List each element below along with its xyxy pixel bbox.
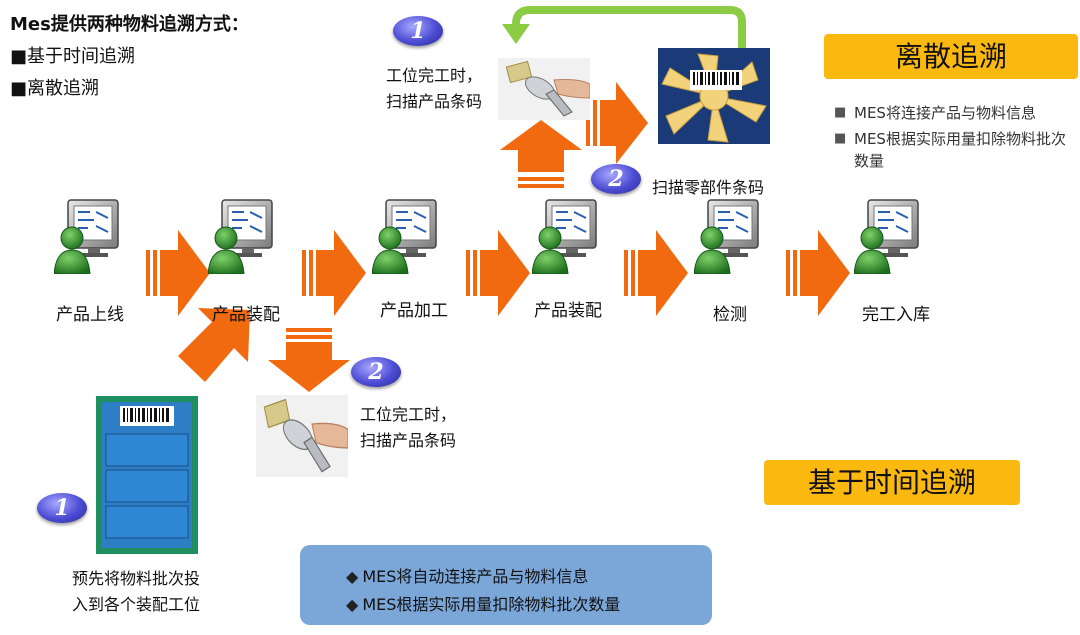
discrete-bullet: MES将连接产品与物料信息 <box>834 102 1074 124</box>
station-label: 产品装配 <box>534 301 602 321</box>
discrete-step-1-line: 扫描产品条码 <box>386 92 483 111</box>
flow-arrow <box>146 230 210 316</box>
material-rack-icon <box>96 396 198 554</box>
discrete-bullet-list: MES将连接产品与物料信息 MES根据实际用量扣除物料批次数量 <box>834 102 1074 172</box>
intro-title: Mes提供两种物料追溯方式： <box>10 14 249 35</box>
workstation-icon <box>54 199 119 274</box>
workstation-icon <box>208 199 273 274</box>
time-step-1-line: 入到各个装配工位 <box>72 595 201 614</box>
discrete-step-1-badge: 1 <box>393 16 443 46</box>
rack-to-station-arrow <box>178 308 250 382</box>
time-step-2-line: 工位完工时， <box>360 405 457 424</box>
loop-back-arrowhead <box>502 24 530 44</box>
fan-part-icon <box>658 48 770 144</box>
loop-back-arrow <box>512 6 746 54</box>
workstation-icon <box>854 199 919 274</box>
workstation-icon <box>694 199 759 274</box>
time-step-1-text: 预先将物料批次投 入到各个装配工位 <box>72 566 200 618</box>
flow-arrow <box>302 230 366 316</box>
flow-arrow <box>624 230 688 316</box>
discrete-bullet: MES根据实际用量扣除物料批次数量 <box>834 128 1074 172</box>
down-arrow <box>268 328 350 392</box>
discrete-step-1-text: 工位完工时， 扫描产品条码 <box>386 63 482 115</box>
time-trace-banner: 基于时间追溯 <box>764 460 1020 505</box>
workstation-icon <box>372 199 437 274</box>
station-label: 产品装配 <box>212 305 280 325</box>
discrete-trace-banner: 离散追溯 <box>824 34 1078 79</box>
station-label: 产品加工 <box>380 301 448 321</box>
workstation-icon <box>532 199 597 274</box>
discrete-step-2-text: 扫描零部件条码 <box>652 178 765 197</box>
time-step-2-line: 扫描产品条码 <box>360 431 457 450</box>
station-label: 完工入库 <box>862 305 930 325</box>
time-step-2-badge: 2 <box>351 357 401 387</box>
up-arrow <box>500 120 582 188</box>
info-box-bullet: MES根据实际用量扣除物料批次数量 <box>346 591 620 615</box>
info-box-bullet: MES将自动连接产品与物料信息 <box>346 563 588 587</box>
flow-arrow <box>786 230 850 316</box>
scan-to-part-arrow <box>586 82 648 164</box>
barcode-scanner-icon <box>256 395 348 477</box>
intro-item-time: ■基于时间追溯 <box>10 46 136 67</box>
flow-arrow <box>466 230 530 316</box>
barcode-scanner-icon <box>498 58 590 120</box>
station-label: 产品上线 <box>56 305 124 325</box>
station-label: 检测 <box>713 305 747 325</box>
discrete-step-1-line: 工位完工时， <box>386 66 483 85</box>
time-step-2-text: 工位完工时， 扫描产品条码 <box>360 402 456 454</box>
intro-item-discrete: ■离散追溯 <box>10 78 100 99</box>
time-step-1-badge: 1 <box>37 493 87 523</box>
discrete-step-2-badge: 2 <box>591 164 641 194</box>
time-step-1-line: 预先将物料批次投 <box>72 569 201 588</box>
time-trace-info-box: MES将自动连接产品与物料信息 MES根据实际用量扣除物料批次数量 <box>300 545 712 625</box>
